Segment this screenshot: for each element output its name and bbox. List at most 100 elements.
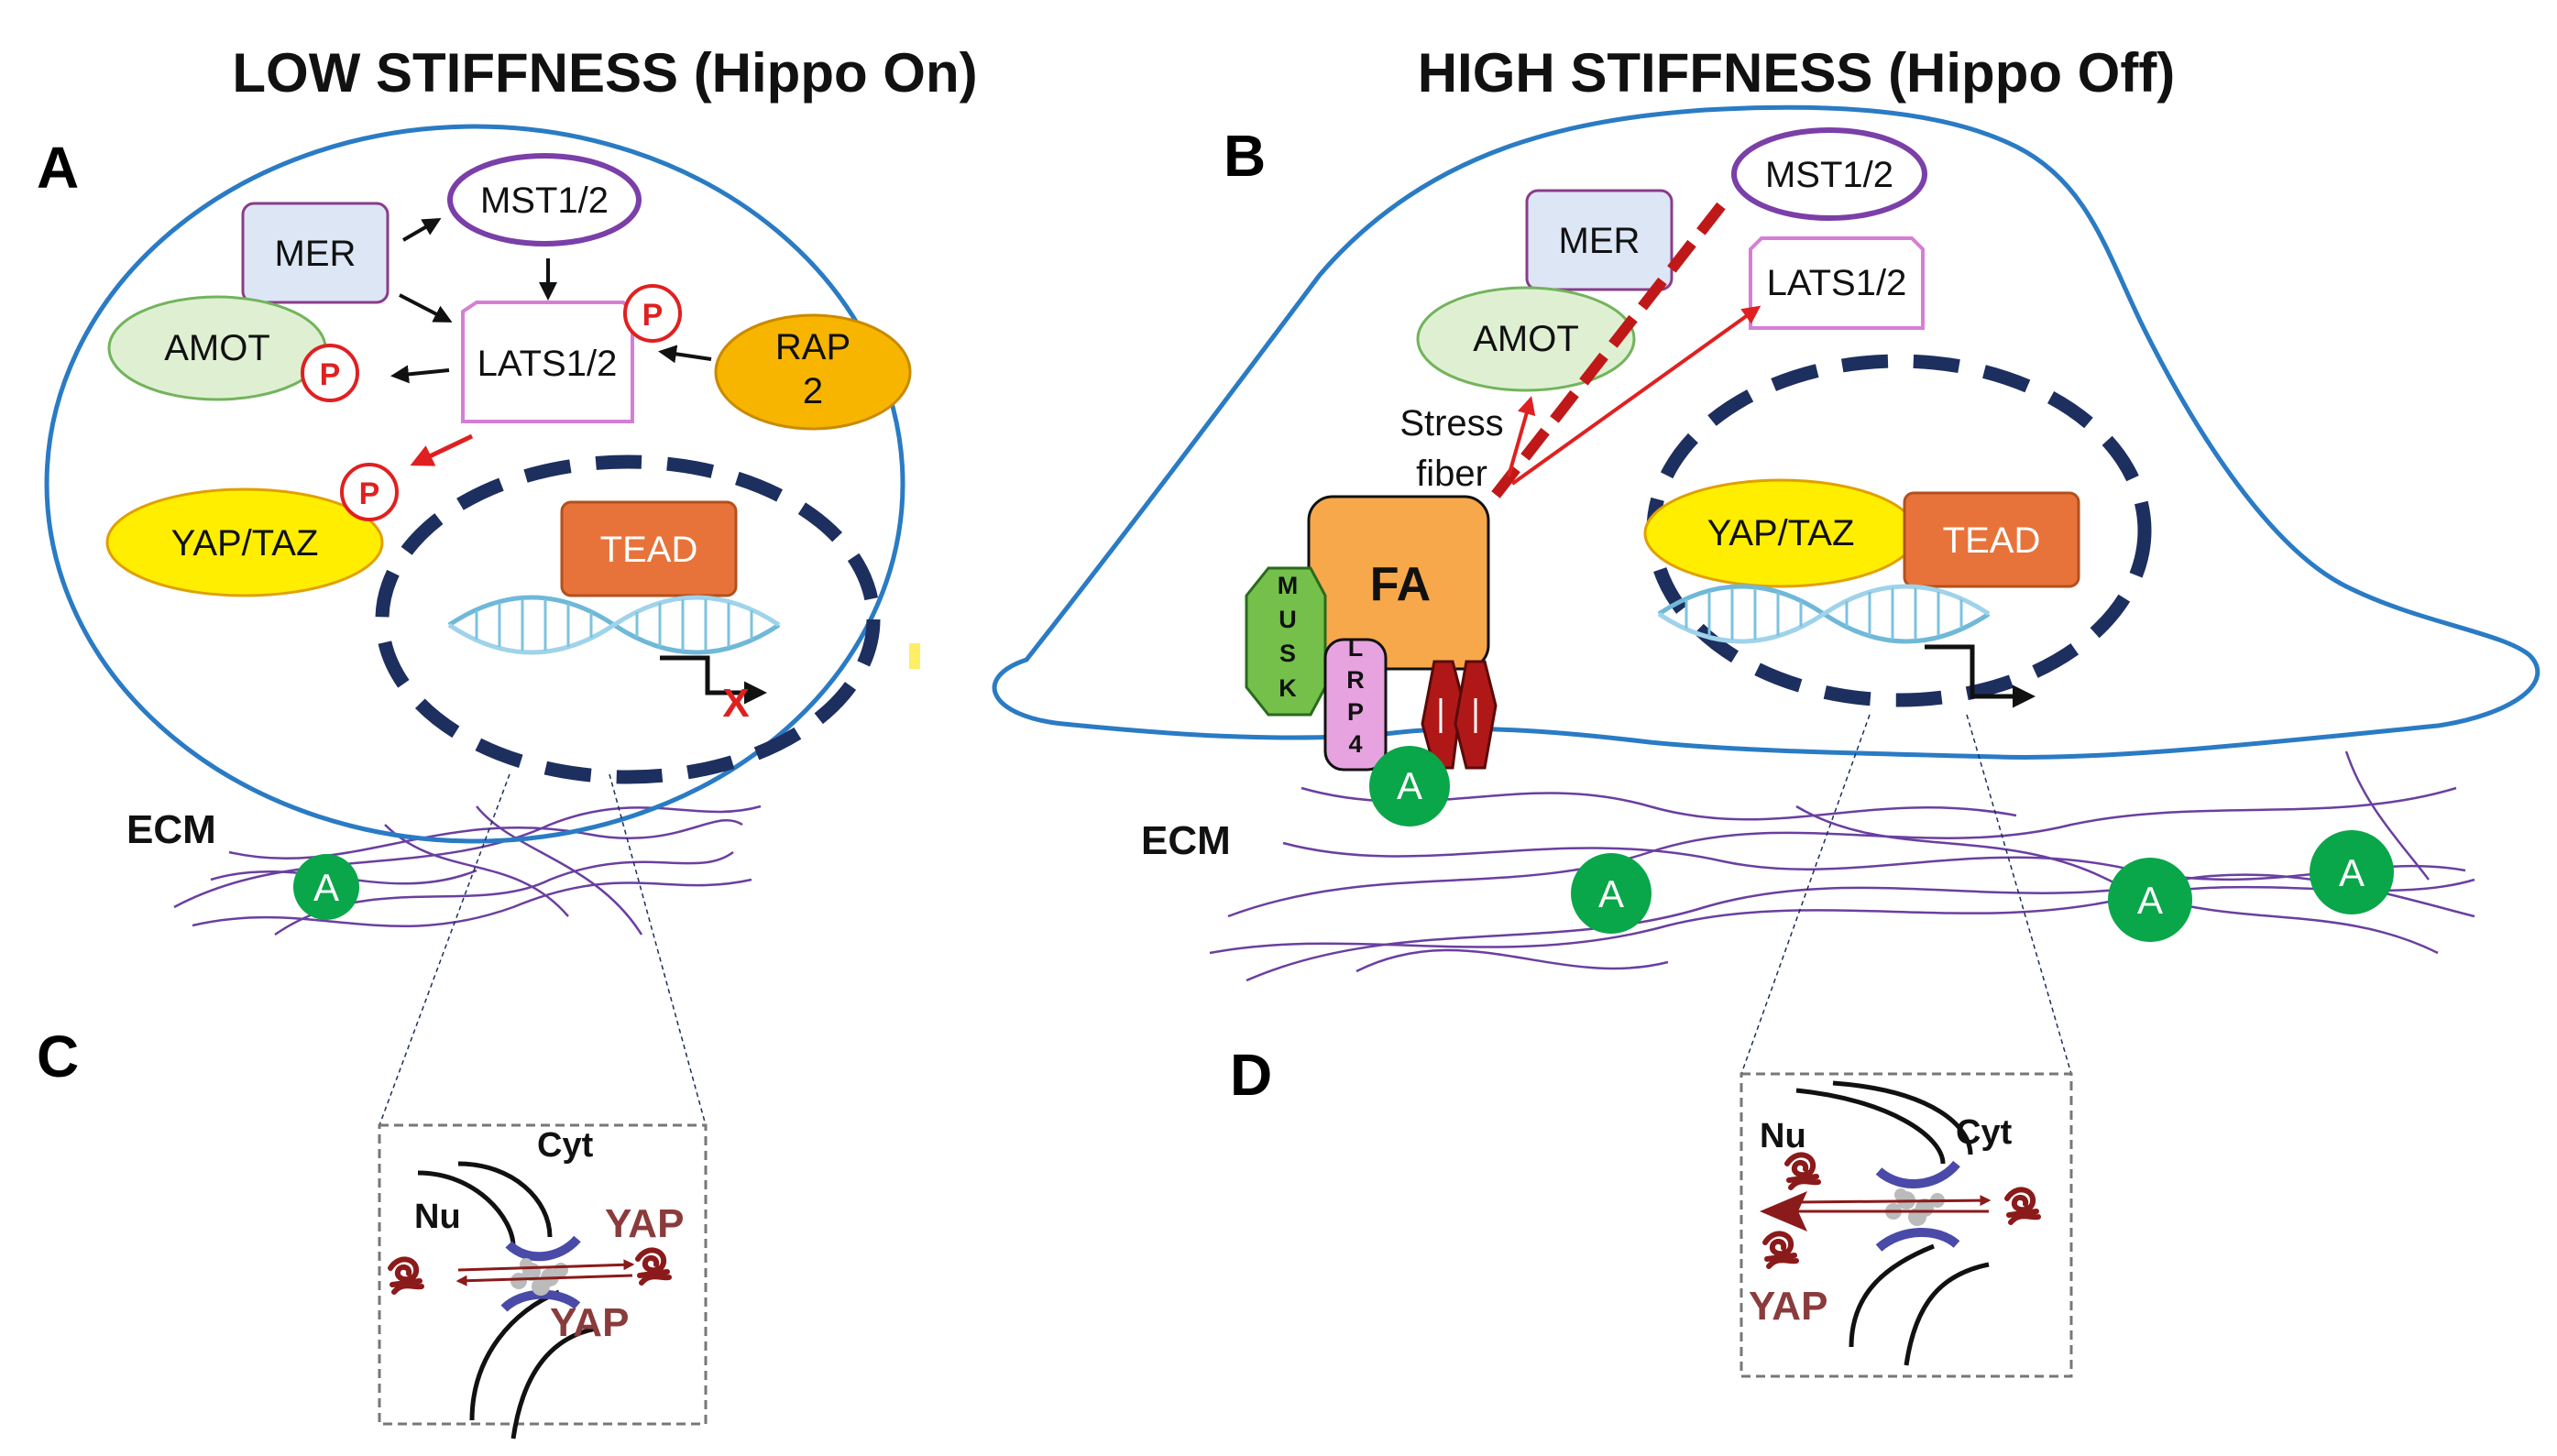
phospho-yaptaz	[340, 463, 399, 521]
mer-label-b: MER	[1559, 221, 1641, 261]
fa-label: FA	[1370, 558, 1431, 611]
mer-box-a	[241, 202, 390, 304]
mer-label-a: MER	[275, 234, 357, 274]
title-high-stiffness: HIGH STIFFNESS (Hippo Off)	[1418, 42, 2176, 104]
musk-receptor	[1245, 566, 1327, 717]
inset-c-yap-top: YAP	[605, 1201, 684, 1246]
agrin-b-3-label: A	[2137, 879, 2163, 922]
stress-fiber-label-2: fiber	[1416, 454, 1487, 494]
agrin-b-4	[2310, 830, 2394, 914]
tead-label-a: TEAD	[600, 530, 698, 570]
lrp4-letter-2: R	[1346, 666, 1365, 694]
yaptaz-oval-a	[105, 487, 384, 597]
zoom-line-c-right	[609, 773, 707, 1126]
lats-box-b	[1749, 236, 1925, 330]
agrin-b-2-label: A	[1598, 872, 1624, 915]
nuclear-pore-lower-d	[1875, 1227, 1960, 1252]
inset-d-nu: Nu	[1760, 1117, 1806, 1155]
title-low-stiffness: LOW STIFFNESS (Hippo On)	[232, 42, 977, 104]
panel-b: MST1/2 MER LATS1/2 AMOT Stress fiber YAP…	[992, 104, 2541, 1075]
phospho-yaptaz-label: P	[359, 476, 380, 511]
nuclear-pore-icon	[505, 1235, 581, 1262]
yap-molecule-icon-right	[638, 1250, 669, 1283]
mst-oval-a	[447, 153, 642, 246]
agrin-a	[293, 854, 359, 920]
musk-letter-2: U	[1278, 606, 1297, 633]
musk-letter-3: S	[1279, 640, 1296, 667]
panel-label-c: C	[37, 1024, 79, 1089]
agrin-b-1-label: A	[1397, 764, 1422, 807]
membrane-top-c2	[457, 1161, 553, 1238]
yap-molecule-icon-d3	[2007, 1189, 2038, 1222]
yaptaz-label-a: YAP/TAZ	[171, 523, 319, 564]
yap-molecule-icon	[390, 1259, 422, 1292]
arrow-fa-to-amot	[1507, 396, 1536, 477]
zoom-line-d-right	[1966, 714, 2072, 1075]
zoom-line-d-left	[1740, 714, 1871, 1075]
rap2-label-line2: 2	[803, 371, 823, 411]
amot-label-b: AMOT	[1473, 319, 1579, 359]
membrane-top-d2	[1832, 1080, 1973, 1155]
nuclear-pore-icon-d	[1875, 1160, 1960, 1188]
agrin-b-3	[2108, 858, 2192, 942]
arrow-yap-export-d	[1795, 1195, 1992, 1207]
agrin-label-a: A	[313, 866, 339, 909]
arrow-lats-to-yaptaz	[410, 433, 474, 466]
mst-label-b: MST1/2	[1765, 155, 1893, 195]
dna-helix-icon	[449, 597, 779, 652]
phospho-lats	[623, 284, 682, 343]
panel-label-d: D	[1230, 1042, 1272, 1108]
pore-complex-d	[1885, 1188, 1945, 1226]
dna-helix-icon-b	[1659, 586, 1989, 641]
membrane-bottom-d2	[1904, 1262, 1990, 1366]
big-arrowhead-import-d	[1760, 1191, 1807, 1232]
phospho-amot	[301, 344, 359, 402]
inset-d-yap: YAP	[1749, 1284, 1827, 1329]
inset-c-frame	[378, 1123, 708, 1426]
nucleus-a	[375, 454, 881, 784]
arrow-yap-import-c	[455, 1274, 633, 1286]
ecm-label-b: ECM	[1141, 818, 1231, 863]
cell-membrane-a	[44, 124, 905, 844]
arrow-mer-to-mst	[401, 217, 442, 242]
stress-fiber-line	[1491, 200, 1728, 498]
membrane-top-c	[417, 1170, 516, 1247]
lrp4-letter-3: P	[1347, 698, 1364, 726]
lats-label-a: LATS1/2	[477, 344, 618, 384]
tead-box-a	[560, 500, 738, 597]
tead-label-b: TEAD	[1943, 520, 2041, 561]
inset-c-yap-bottom: YAP	[550, 1300, 629, 1345]
agrin-b-1	[1369, 746, 1450, 827]
arrow-mer-to-lats	[399, 293, 453, 323]
amot-label-a: AMOT	[164, 328, 270, 368]
arrow-rap2-to-lats	[658, 345, 712, 364]
membrane-bottom-c2	[510, 1326, 597, 1440]
rap2-label-line1: RAP	[775, 327, 851, 367]
mst-label-a: MST1/2	[480, 181, 609, 221]
tead-box-b	[1903, 491, 2080, 588]
stress-fiber-label-1: Stress	[1399, 403, 1503, 443]
musk-letter-4: K	[1278, 674, 1297, 702]
membrane-bottom-c	[469, 1289, 560, 1421]
lrp4-receptor	[1323, 638, 1388, 772]
phospho-lats-label: P	[642, 298, 664, 333]
arrow-yap-export-c	[457, 1259, 635, 1272]
zoom-line-c-left	[379, 773, 510, 1126]
yap-molecule-icon-d2	[1765, 1233, 1796, 1266]
inset-d-cyt: Cyt	[1956, 1113, 2013, 1152]
amot-oval-b	[1416, 286, 1636, 392]
membrane-top-d	[1795, 1088, 1946, 1165]
mst-oval-b	[1731, 127, 1927, 221]
yap-molecule-icon-d1	[1787, 1155, 1818, 1188]
mer-box-b	[1525, 189, 1674, 291]
blocked-x-icon: X	[722, 681, 749, 726]
inset-d: Nu Cyt YAP	[1739, 1072, 2073, 1378]
lrp4-letter-4: 4	[1348, 730, 1362, 758]
inset-c-nu: Nu	[414, 1198, 461, 1236]
arrow-lats-to-amot	[390, 365, 450, 384]
inset-c: Cyt Nu YAP YAP	[378, 1123, 708, 1440]
panel-a: ECM A MER MST1/2 LATS1/2 AMOT RAP 2 YAP/…	[44, 124, 920, 1126]
ecm-fibers-a	[173, 805, 762, 936]
membrane-bottom-d	[1849, 1243, 1935, 1348]
